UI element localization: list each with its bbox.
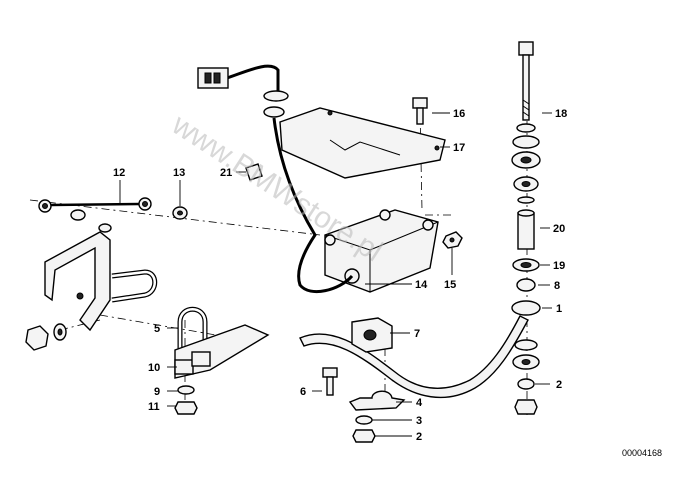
callout-1: 1 xyxy=(556,303,562,315)
small-bolt xyxy=(322,367,338,396)
cable-clip xyxy=(245,163,263,181)
callout-16: 16 xyxy=(453,108,465,120)
callout-7: 7 xyxy=(414,328,420,340)
u-bolt-left xyxy=(111,269,158,303)
callout-2-right: 2 xyxy=(556,379,562,391)
callout-15: 15 xyxy=(444,279,456,291)
callout-9: 9 xyxy=(154,386,160,398)
diagram-code: 00004168 xyxy=(622,448,662,458)
callout-10: 10 xyxy=(148,362,160,374)
clamp-washer-nut xyxy=(352,415,376,443)
stabilizer-bar xyxy=(299,315,529,399)
rubber-mount xyxy=(351,317,393,353)
mounting-plate xyxy=(279,107,446,179)
callout-3: 3 xyxy=(416,415,422,427)
washer-nut-9-11 xyxy=(174,385,198,415)
callout-13: 13 xyxy=(173,167,185,179)
left-bracket xyxy=(44,209,112,332)
washer-13 xyxy=(172,206,188,220)
callout-6: 6 xyxy=(300,386,306,398)
callout-18: 18 xyxy=(555,108,567,120)
callout-4: 4 xyxy=(416,397,423,409)
nut-washer-left xyxy=(25,323,67,351)
callout-21: 21 xyxy=(220,167,232,179)
bracket-plate xyxy=(174,324,270,379)
nut-15 xyxy=(442,231,463,249)
bushing-stack xyxy=(511,123,541,415)
callout-2-bottom: 2 xyxy=(416,431,422,443)
clamp-bracket xyxy=(348,390,406,411)
callout-14: 14 xyxy=(415,279,428,291)
control-unit xyxy=(324,209,439,293)
u-bolt-5 xyxy=(177,306,208,352)
plate-bolt xyxy=(412,97,428,125)
callout-19: 19 xyxy=(553,260,565,272)
leader-lines xyxy=(119,112,552,437)
callout-12: 12 xyxy=(113,167,125,179)
callout-labels: 1 2 2 3 4 5 6 7 8 9 10 11 12 13 14 15 16… xyxy=(113,108,567,443)
link-rod xyxy=(38,197,152,213)
callout-20: 20 xyxy=(553,223,565,235)
wiring-harness xyxy=(197,64,354,294)
long-bolt xyxy=(518,41,534,121)
callout-11: 11 xyxy=(148,401,160,413)
callout-8: 8 xyxy=(554,280,560,292)
callout-5: 5 xyxy=(154,323,160,335)
callout-17: 17 xyxy=(453,142,465,154)
